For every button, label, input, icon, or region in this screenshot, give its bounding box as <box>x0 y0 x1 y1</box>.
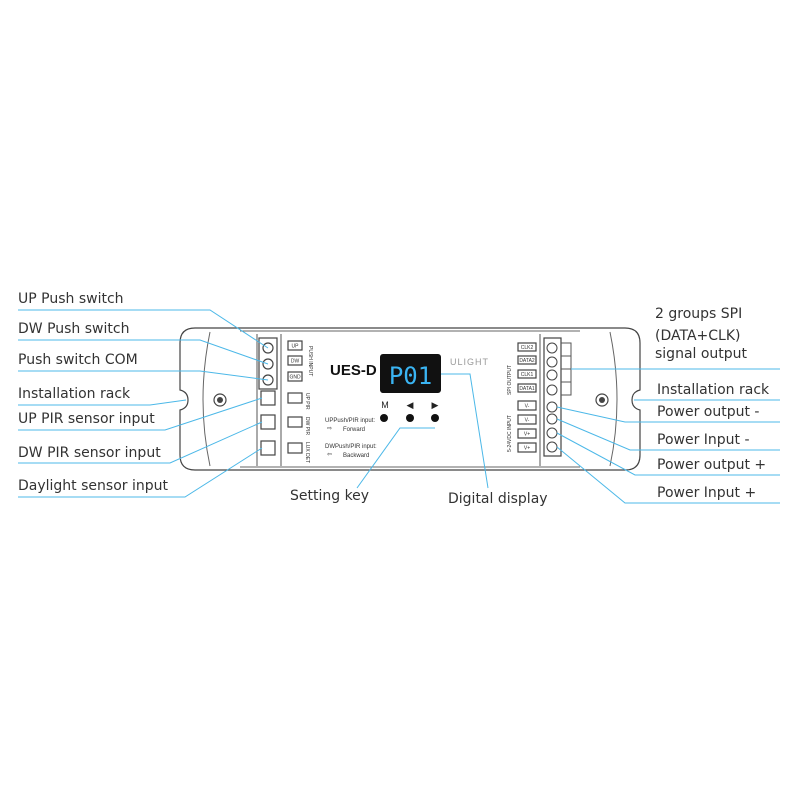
label-spi-3: signal output <box>655 346 748 362</box>
label-dw-pir: DW PIR sensor input <box>18 445 161 461</box>
terminal-label-dw: DW <box>291 359 300 365</box>
backward-note: DWPush/PIR input: <box>325 444 377 450</box>
label-power-input-minus: Power Input - <box>657 432 750 448</box>
forward-note: UPPush/PIR input: <box>325 418 375 424</box>
up-pir-label: UP PIR <box>304 393 310 410</box>
label-installation-rack-left: Installation rack <box>18 386 131 402</box>
label-up-pir: UP PIR sensor input <box>18 411 155 427</box>
terminal-label-clk2: CLK2 <box>521 345 534 351</box>
display-readout: P01 <box>389 362 432 390</box>
terminal-label-up: UP <box>292 344 300 350</box>
lux-port <box>260 440 276 456</box>
forward-label: Forward <box>343 427 365 433</box>
backward-arrow-icon: ⇦ <box>327 452 332 458</box>
label-power-input-plus: Power Input + <box>657 485 756 501</box>
leader-lines <box>18 309 780 504</box>
terminal-label-data1: DATA1 <box>519 386 535 392</box>
power-input-label: 5-24VDC INPUT <box>507 415 513 452</box>
forward-arrow-icon: ⇨ <box>327 426 332 432</box>
spi-output-label: SPI OUTPUT <box>507 365 513 395</box>
digital-display <box>380 354 441 393</box>
label-push-switch-com: Push switch COM <box>18 352 138 368</box>
dw-pir-label: DW PIR <box>304 417 310 435</box>
label-power-output-minus: Power output - <box>657 404 759 420</box>
dw-pir-port <box>260 414 276 430</box>
terminal-label-data2: DATA2 <box>519 358 535 364</box>
push-input-label: PUSH INPUT <box>307 346 313 376</box>
terminal-label-clk1: CLK1 <box>521 372 534 378</box>
label-digital-display: Digital display <box>448 491 548 507</box>
terminal-label-gnd: GND <box>289 375 301 381</box>
terminal-label-vplus-1: V+ <box>524 432 530 438</box>
key-left-button[interactable] <box>406 414 414 422</box>
terminal-label-vminus-2: V- <box>525 418 530 424</box>
model-name: UES-D <box>330 362 377 379</box>
label-installation-rack-right: Installation rack <box>657 382 770 398</box>
key-right-button[interactable] <box>431 414 439 422</box>
brand-logo: ULIGHT <box>450 357 489 367</box>
label-spi-2: (DATA+CLK) <box>655 328 740 344</box>
terminal-label-vplus-2: V+ <box>524 446 530 452</box>
key-label-left: ◀ <box>407 400 414 410</box>
label-power-output-plus: Power output + <box>657 457 766 473</box>
lux-det-label: LUX DET <box>304 442 310 463</box>
key-label-right: ▶ <box>432 400 439 410</box>
up-pir-port <box>260 390 276 406</box>
output-terminal-block: CLK2 DATA2 CLK1 DATA1 SPI OUTPUT V- V- V… <box>507 334 572 466</box>
backward-label: Backward <box>343 453 369 459</box>
key-m-button[interactable] <box>380 414 388 422</box>
label-up-push-switch: UP Push switch <box>18 291 124 307</box>
terminal-label-vminus-1: V- <box>525 404 530 410</box>
key-label-m: M <box>381 400 389 410</box>
label-setting-key: Setting key <box>290 488 369 504</box>
label-daylight-sensor: Daylight sensor input <box>18 478 168 494</box>
label-spi-1: 2 groups SPI <box>655 306 742 322</box>
label-dw-push-switch: DW Push switch <box>18 321 129 337</box>
